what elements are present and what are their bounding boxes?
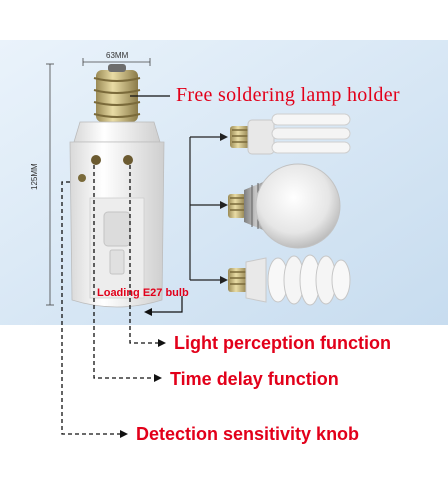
globe-led-bulb	[228, 163, 341, 249]
height-dimension	[46, 63, 54, 306]
u-shaped-cfl-bulb	[230, 113, 351, 155]
light-perception-label: Light perception function	[174, 333, 391, 353]
loading-bulb-label: Loading E27 bulb	[97, 287, 189, 299]
bulb-bracket	[189, 136, 220, 281]
detection-knob-label: Detection sensitivity knob	[136, 424, 360, 444]
arrow-icon	[120, 339, 166, 438]
time-delay-label: Time delay function	[170, 369, 339, 389]
function-leaders	[61, 165, 160, 435]
loading-arrow	[144, 296, 183, 316]
arrow-icon	[220, 133, 228, 284]
width-label: 63MM	[106, 51, 129, 60]
spiral-cfl-bulb	[228, 254, 351, 306]
height-label: 125MM	[30, 163, 39, 190]
free-soldering-label: Free soldering lamp holder	[176, 84, 400, 106]
width-dimension	[82, 58, 151, 66]
